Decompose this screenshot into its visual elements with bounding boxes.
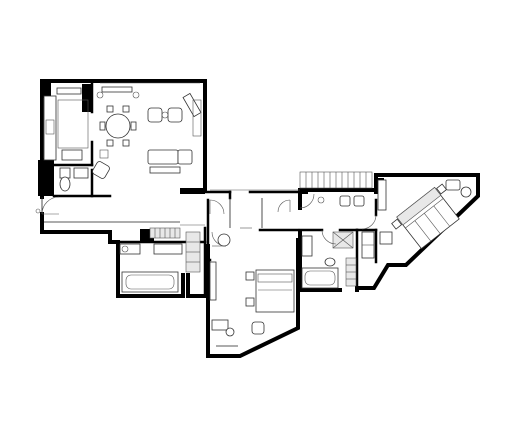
hall-closet	[149, 227, 181, 239]
master-closet	[345, 231, 375, 287]
dining-set	[96, 86, 140, 147]
powder-room	[59, 167, 89, 192]
kitchen	[43, 87, 89, 161]
interior-walls	[52, 82, 378, 298]
master-bedroom	[299, 179, 472, 250]
bathroom-1	[119, 231, 201, 293]
windows	[43, 82, 300, 191]
wall-blocks	[38, 81, 384, 241]
living-furniture	[92, 92, 202, 179]
exterior-walls	[40, 79, 480, 358]
entry-door	[35, 196, 205, 226]
bathroom-2	[301, 229, 354, 289]
bedroom-1	[209, 233, 295, 347]
balcony	[299, 171, 373, 189]
